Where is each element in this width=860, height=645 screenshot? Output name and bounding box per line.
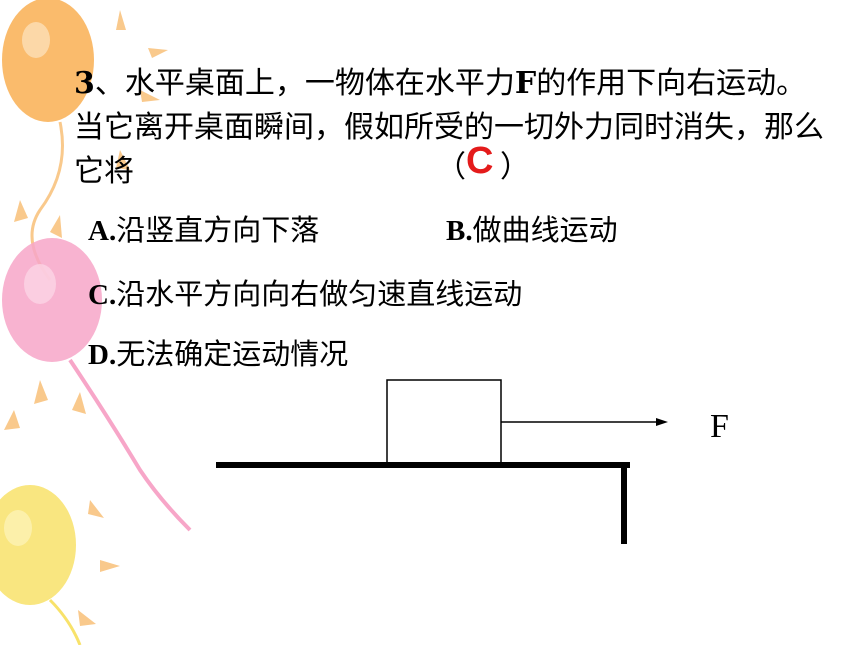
arrow-head-icon [656,418,668,426]
option-c-letter: C. [88,279,117,311]
sun-rays-icon [14,10,168,238]
yellow-balloon-icon [0,485,82,645]
option-d: D.无法确定运动情况 [88,334,348,375]
option-d-text: 无法确定运动情况 [116,337,349,371]
option-a-letter: A. [88,215,117,247]
option-b-text: 做曲线运动 [472,213,618,247]
option-b: B.做曲线运动 [446,210,618,251]
paren-close: ） [500,150,530,185]
option-c: C.沿水平方向向右做匀速直线运动 [88,274,522,315]
yellow-rays-icon [78,500,120,626]
option-b-letter: B. [446,215,473,247]
balloon-decoration [0,0,192,645]
question-text: 3、水平桌面上，一物体在水平力F的作用下向右运动。当它离开桌面瞬间，假如所受的一… [74,62,834,194]
option-c-text: 沿水平方向向右做匀速直线运动 [116,277,523,311]
question-text-part1: 、水平桌面上，一物体在水平力 [94,66,515,101]
question-number: 3 [74,66,95,101]
pink-balloon-icon [2,238,192,532]
paren-open: （ [436,150,466,185]
pink-rays-icon [4,380,86,430]
block [386,379,502,465]
force-label: F [710,408,729,445]
answer-letter: C [466,140,494,182]
question-text-part2: 的作用下向右运动。当它离开桌面瞬间，假如所受的一切外力同时消失，那么它将 [74,66,824,189]
option-d-letter: D. [88,339,117,371]
option-a-text: 沿竖直方向下落 [116,213,320,247]
option-a: A.沿竖直方向下落 [88,210,319,251]
force-symbol: F [514,66,537,101]
